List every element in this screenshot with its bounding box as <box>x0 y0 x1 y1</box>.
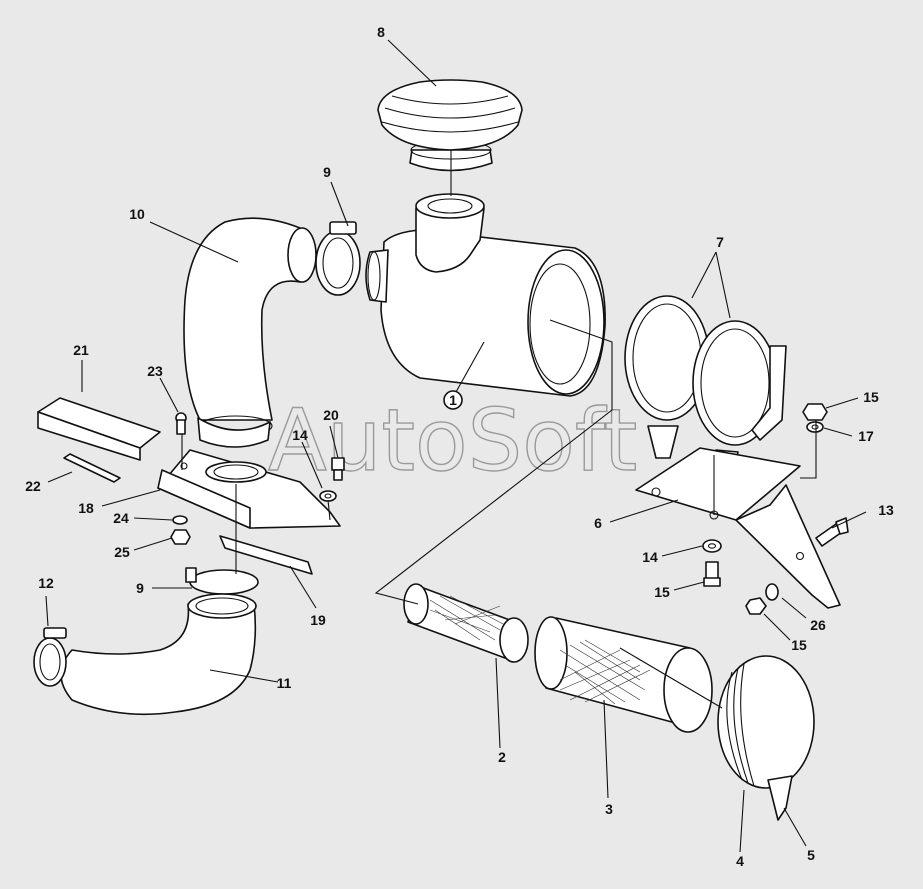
label-14-lower: 14 <box>642 549 658 565</box>
label-1: 1 <box>449 392 457 408</box>
safety-filter-part-2 <box>403 583 529 663</box>
label-15-lower: 15 <box>654 584 670 600</box>
lower-hose-part-11 <box>60 593 257 716</box>
label-22: 22 <box>25 478 41 494</box>
guard-part-21 <box>37 397 161 461</box>
clamp-part-9-lower <box>185 567 259 595</box>
air-cleaner-housing-part-1 <box>365 193 606 410</box>
label-12: 12 <box>38 575 54 591</box>
label-7: 7 <box>716 234 724 250</box>
part-labels: 1 2 3 4 5 6 7 8 9 9 10 11 12 13 14 14 15… <box>25 24 894 869</box>
bolt-part-20 <box>331 457 345 481</box>
assembly-lines <box>181 150 817 709</box>
label-9-upper: 9 <box>323 164 331 180</box>
label-21: 21 <box>73 342 89 358</box>
nut-part-15-bottom <box>745 597 767 615</box>
rain-cap-part-8 <box>377 79 523 172</box>
washer-part-26 <box>765 583 779 601</box>
label-14-upper: 14 <box>292 427 308 443</box>
label-3: 3 <box>605 801 613 817</box>
label-10: 10 <box>129 206 145 222</box>
label-24: 24 <box>113 510 129 526</box>
end-cap-part-4 <box>717 655 815 789</box>
leader-lines <box>45 39 867 853</box>
nut-part-15-right <box>802 403 828 421</box>
label-5: 5 <box>807 847 815 863</box>
gasket-part-19 <box>219 535 313 575</box>
washer-part-14-upper <box>319 490 337 502</box>
washer-part-24 <box>172 515 188 525</box>
washer-part-14-lower <box>702 539 722 553</box>
label-20: 20 <box>323 407 339 423</box>
bracket-part-6 <box>635 447 841 609</box>
nut-part-25 <box>170 529 191 545</box>
label-2: 2 <box>498 749 506 765</box>
dust-valve-part-5 <box>767 775 793 821</box>
bolt-part-15-lower <box>703 561 721 587</box>
clamp-part-12 <box>33 627 67 687</box>
label-11: 11 <box>277 675 292 691</box>
clamp-part-9-upper <box>315 221 361 296</box>
label-17: 17 <box>858 428 874 444</box>
label-9-lower: 9 <box>136 580 144 596</box>
plate-part-18 <box>157 449 341 529</box>
label-4: 4 <box>736 853 744 869</box>
label-15-right: 15 <box>863 389 879 405</box>
label-13: 13 <box>878 502 894 518</box>
label-8: 8 <box>377 24 385 40</box>
clamp-hose-10-lower <box>197 417 271 448</box>
label-18: 18 <box>78 500 94 516</box>
label-19: 19 <box>310 612 326 628</box>
washer-part-17 <box>806 421 824 433</box>
label-15-bottom: 15 <box>791 637 807 653</box>
label-26: 26 <box>810 617 826 633</box>
strip-part-22 <box>63 453 121 483</box>
label-25: 25 <box>114 544 130 560</box>
bolt-part-23 <box>175 412 187 435</box>
label-23: 23 <box>147 363 163 379</box>
primary-filter-part-3 <box>534 616 713 733</box>
label-6: 6 <box>594 515 602 531</box>
